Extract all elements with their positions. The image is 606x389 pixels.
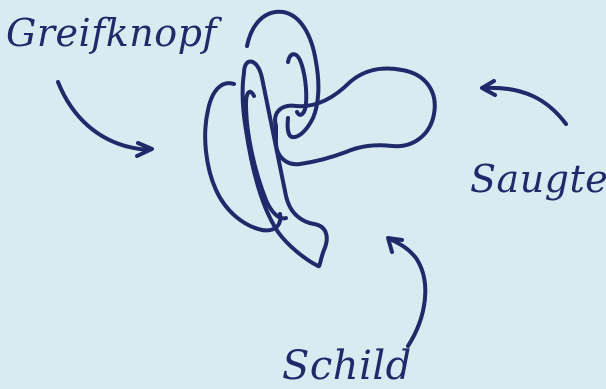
shield-shape (203, 59, 329, 269)
label-saugteil: Saugteil (470, 157, 606, 201)
arrow-shield (386, 236, 428, 348)
grip-shape (245, 9, 321, 140)
nipple-shape (273, 66, 437, 167)
arrow-grip (56, 80, 154, 158)
label-schild: Schild (282, 343, 412, 389)
label-greifknopf: Greifknopf (6, 11, 217, 55)
arrow-nipple (480, 79, 568, 126)
